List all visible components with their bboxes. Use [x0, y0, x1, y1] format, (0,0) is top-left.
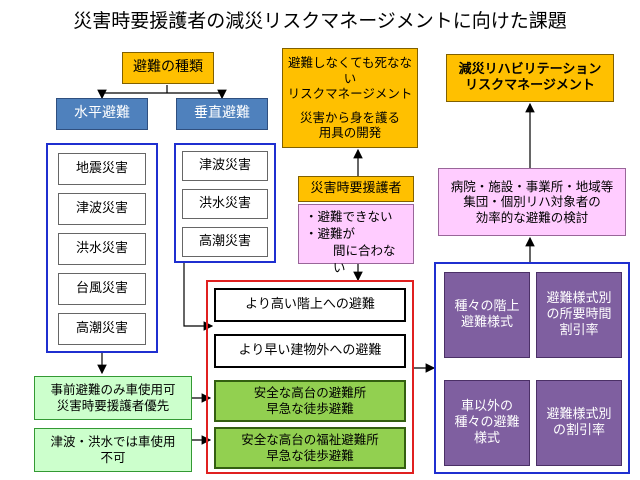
no-evacuation-risk-box: 避難しなくても死なない リスクマネージメント 災害から身を護る 用具の開発	[282, 48, 418, 148]
style-time-discount: 避難様式別 の所要時間 割引率	[536, 272, 622, 358]
option-line: 安全な高台の福祉避難所	[241, 432, 379, 448]
option-higher-floor: より高い階上への避難	[214, 288, 406, 322]
risk-line: 避難しなくても死なない	[287, 54, 412, 86]
rehab-line: リスクマネージメント	[465, 78, 595, 93]
hazard-item: 高潮災害	[58, 313, 146, 345]
facility-line: 効率的な避難の検討	[475, 209, 589, 225]
vehicle-rule-box: 津波・洪水では車使用 不可	[34, 428, 192, 472]
option-line: 安全な高台の避難所	[253, 385, 367, 401]
rule-line: 災害時要援護者優先	[56, 398, 170, 413]
issue-line: 間に合わない	[333, 242, 396, 275]
vehicle-rule-box: 事前避難のみ車使用可 災害時要援護者優先	[34, 376, 192, 420]
risk-line: 災害から身を護る	[299, 109, 400, 125]
styles-frame: 種々の階上 避難様式 避難様式別 の所要時間 割引率 車以外の 種々の避難 様式…	[434, 262, 630, 474]
issue-line: ・避難が	[305, 225, 356, 241]
vulnerable-header: 災害時要援護者	[298, 176, 414, 202]
vulnerable-issues-box: ・避難できない ・避難が 間に合わない	[298, 204, 414, 275]
horizontal-hazard-frame: 地震災害 津波災害 洪水災害 台風災害 高潮災害	[46, 143, 158, 353]
hazard-item: 津波災害	[182, 151, 268, 181]
risk-line: リスクマネージメント	[287, 86, 413, 102]
option-earlier-exit: より早い建物外への避難	[214, 334, 406, 368]
page-title: 災害時要援護者の減災リスクマネージメントに向けた課題	[73, 10, 567, 33]
horizontal-evacuation-label: 水平避難	[56, 98, 148, 130]
hazard-item: 高潮災害	[182, 227, 268, 257]
facility-line: 集団・個別リハ対象者の	[463, 194, 601, 210]
hazard-item: 洪水災害	[58, 233, 146, 265]
option-line: 早急な徒歩避難	[266, 401, 354, 416]
option-welfare-shelter: 安全な高台の福祉避難所 早急な徒歩避難	[214, 427, 406, 469]
options-frame: より高い階上への避難 より早い建物外への避難 安全な高台の避難所 早急な徒歩避難…	[206, 280, 414, 474]
style-various-stairs: 種々の階上 避難様式	[444, 272, 530, 358]
option-line: 早急な徒歩避難	[266, 448, 354, 463]
facilities-box: 病院・施設・事業所・地域等 集団・個別リハ対象者の 効率的な避難の検討	[438, 168, 626, 236]
facility-line: 病院・施設・事業所・地域等	[450, 178, 614, 194]
vertical-evacuation-label: 垂直避難	[176, 98, 268, 130]
rule-line: 不可	[100, 450, 126, 465]
option-safe-shelter: 安全な高台の避難所 早急な徒歩避難	[214, 380, 406, 422]
hazard-item: 洪水災害	[182, 189, 268, 219]
issue-line: ・避難できない	[305, 209, 393, 224]
risk-line: 用具の開発	[318, 125, 382, 141]
vertical-hazard-frame: 津波災害 洪水災害 高潮災害	[174, 143, 276, 263]
hazard-item: 津波災害	[58, 193, 146, 225]
hazard-item: 地震災害	[58, 153, 146, 185]
mitigation-rehab-box: 減災リハビリテーション リスクマネージメント	[446, 54, 614, 102]
style-discount-rate: 避難様式別 の割引率	[536, 380, 622, 466]
evacuation-types-header: 避難の種類	[122, 52, 214, 84]
style-non-vehicle: 車以外の 種々の避難 様式	[444, 380, 530, 466]
rule-line: 津波・洪水では車使用	[50, 434, 176, 450]
hazard-item: 台風災害	[58, 273, 146, 305]
rehab-line: 減災リハビリテーション	[458, 61, 602, 77]
rule-line: 事前避難のみ車使用可	[50, 382, 176, 398]
